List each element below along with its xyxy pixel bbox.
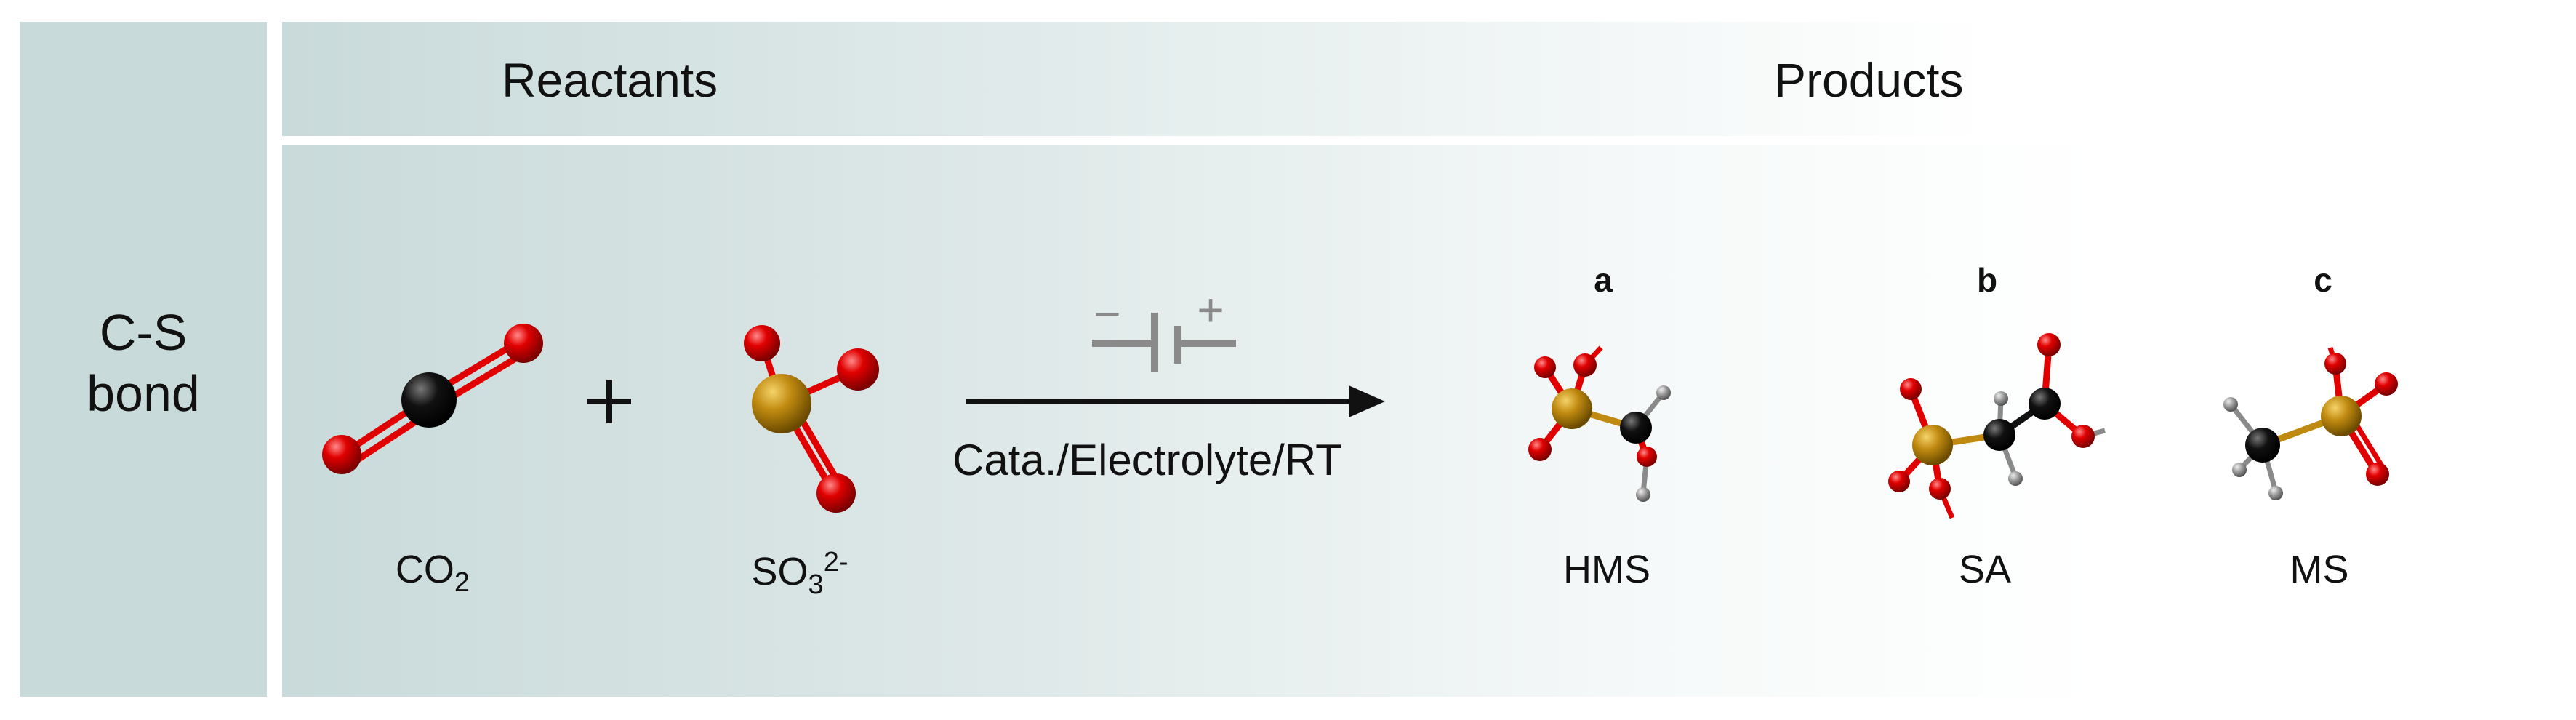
row-label: C-S bond bbox=[20, 302, 267, 424]
products-heading: Products bbox=[1774, 53, 1964, 107]
plus-sign bbox=[587, 380, 631, 423]
row-label-line2: bond bbox=[87, 365, 200, 422]
sulfite-label: SO32- bbox=[734, 547, 865, 601]
sulfite-molecule bbox=[744, 325, 879, 513]
product-a-name: HMS bbox=[1563, 548, 1650, 591]
sa-molecule bbox=[1888, 333, 2106, 519]
reaction-conditions: Cata./Electrolyte/RT bbox=[952, 436, 1342, 484]
product-b-letter: b bbox=[1976, 261, 1998, 299]
sulfite-label-sub: 3 bbox=[808, 569, 824, 600]
product-b-name: SA bbox=[1958, 548, 2012, 591]
minus-terminal-label: − bbox=[1094, 288, 1120, 340]
reaction-panel bbox=[282, 145, 2558, 697]
plus-terminal-label: + bbox=[1197, 284, 1224, 336]
header-panel bbox=[282, 22, 2558, 136]
battery-icon bbox=[1092, 313, 1236, 372]
co2-label-base: CO bbox=[395, 548, 454, 591]
reactants-heading: Reactants bbox=[502, 53, 718, 107]
row-label-line1: C-S bbox=[99, 304, 188, 361]
row-label-panel bbox=[20, 22, 267, 697]
sulfite-label-sup: 2- bbox=[823, 547, 848, 577]
sulfite-label-base: SO bbox=[751, 550, 808, 593]
product-c-letter: c bbox=[2314, 261, 2332, 299]
co2-label: CO2 bbox=[378, 547, 487, 599]
co2-label-sub: 2 bbox=[454, 567, 470, 598]
reaction-arrow bbox=[966, 385, 1385, 417]
ms-molecule bbox=[2223, 346, 2398, 500]
hms-molecule bbox=[1528, 345, 1671, 502]
product-a-letter: a bbox=[1594, 261, 1613, 299]
co2-molecule bbox=[322, 324, 543, 474]
product-c-name: MS bbox=[2290, 548, 2349, 591]
